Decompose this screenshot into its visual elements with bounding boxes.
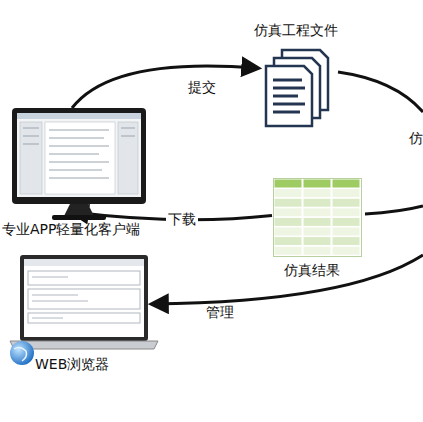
- arc-line: [365, 206, 423, 214]
- diagram-node: 专业APP轻量化客户端: [0, 108, 160, 242]
- diagram-node: WEB浏览器: [8, 255, 168, 380]
- document-stack-icon: [262, 48, 332, 130]
- laptop-icon: [8, 255, 168, 367]
- node-label: 专业APP轻量化客户端: [2, 221, 140, 237]
- monitor-icon: [4, 108, 154, 226]
- free-label: 管理: [204, 304, 236, 320]
- arc-line: [338, 72, 423, 112]
- table-icon: [273, 178, 363, 258]
- node-label: 仿真结果: [284, 262, 340, 278]
- edge-label: 下载: [166, 211, 198, 227]
- manage-arrow: [152, 255, 423, 304]
- diagram-node: 仿真工程文件: [240, 22, 350, 132]
- diagram-node: 仿真结果: [268, 176, 368, 280]
- flow-arrow: [72, 66, 258, 108]
- free-label: 仿: [407, 130, 423, 146]
- edge-label: 提交: [186, 79, 218, 95]
- node-label: 仿真工程文件: [254, 22, 338, 38]
- node-label: WEB浏览器: [35, 356, 109, 372]
